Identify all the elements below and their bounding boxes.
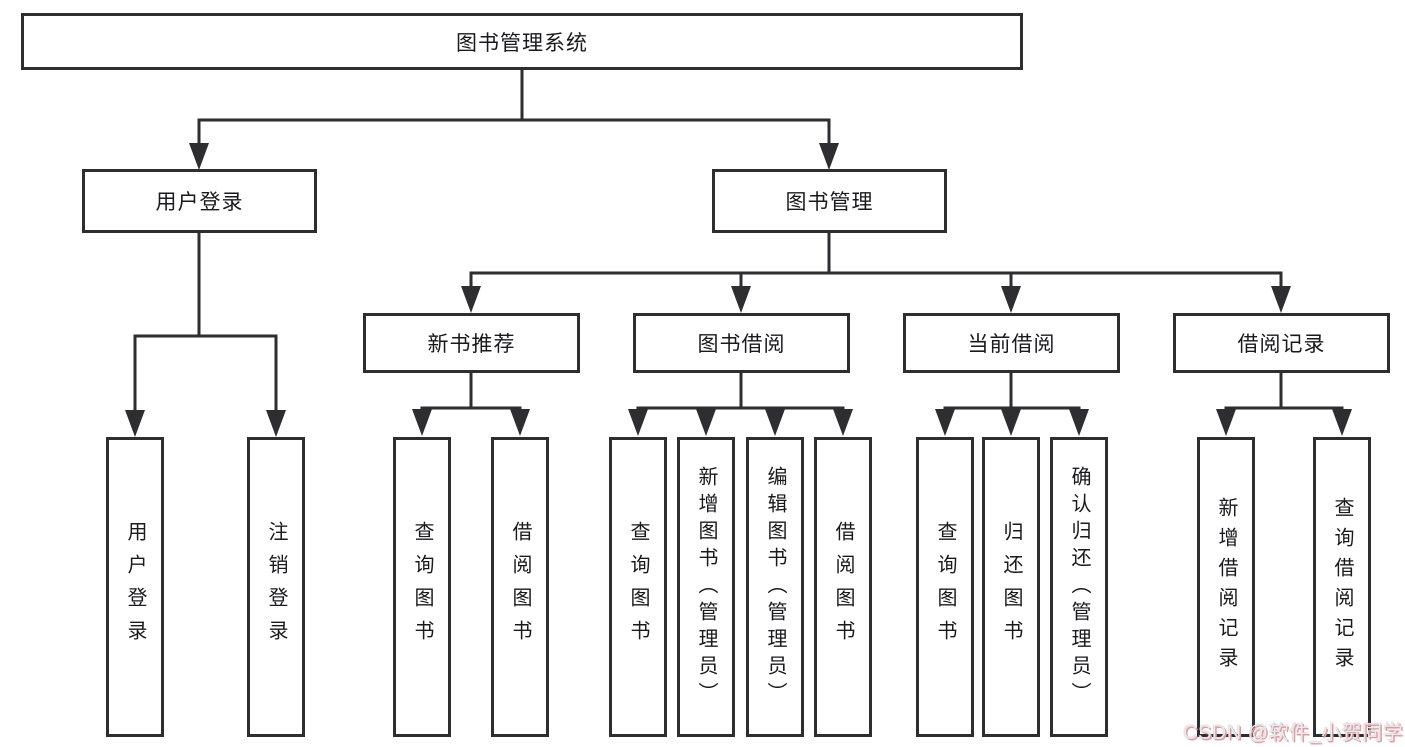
leaf-logout: 注销登录	[247, 437, 305, 737]
node-root-label: 图书管理系统	[456, 31, 588, 55]
leaf-borrow-query-label: 查询图书	[627, 521, 649, 653]
leaf-borrow-add-admin: 新增图书（管理员）	[677, 437, 735, 737]
node-current-borrow: 当前借阅	[903, 313, 1120, 373]
leaf-records-query-label: 查询借阅记录	[1331, 497, 1353, 677]
leaf-current-query: 查询图书	[916, 437, 974, 737]
node-borrow-records-label: 借阅记录	[1237, 333, 1326, 356]
leaf-newbooks-borrow-label: 借阅图书	[509, 521, 531, 653]
leaf-user-login-label: 用户登录	[124, 521, 146, 653]
node-book-mgmt-label: 图书管理	[785, 191, 874, 214]
leaf-borrow-query: 查询图书	[609, 437, 667, 737]
node-new-books: 新书推荐	[363, 313, 580, 373]
leaf-records-query: 查询借阅记录	[1313, 437, 1371, 737]
leaf-current-return-label: 归还图书	[1000, 521, 1022, 653]
leaf-borrow-book-label: 借阅图书	[832, 521, 854, 653]
leaf-records-add: 新增借阅记录	[1197, 437, 1255, 737]
node-new-books-label: 新书推荐	[427, 333, 516, 356]
leaf-current-return: 归还图书	[982, 437, 1040, 737]
leaf-user-login: 用户登录	[106, 437, 164, 737]
leaf-records-add-label: 新增借阅记录	[1215, 497, 1237, 677]
leaf-borrow-add-admin-label: 新增图书（管理员）	[695, 465, 717, 709]
leaf-newbooks-query-label: 查询图书	[411, 521, 433, 653]
node-user-login-label: 用户登录	[155, 191, 244, 214]
leaf-current-query-label: 查询图书	[934, 521, 956, 653]
leaf-newbooks-borrow: 借阅图书	[491, 437, 549, 737]
leaf-newbooks-query: 查询图书	[393, 437, 451, 737]
leaf-current-confirm-admin-label: 确认归还（管理员）	[1068, 465, 1090, 709]
node-book-borrow: 图书借阅	[633, 313, 850, 373]
node-borrow-records: 借阅记录	[1173, 313, 1390, 373]
leaf-borrow-book: 借阅图书	[814, 437, 872, 737]
leaf-borrow-edit-admin-label: 编辑图书（管理员）	[764, 465, 786, 709]
leaf-borrow-edit-admin: 编辑图书（管理员）	[746, 437, 804, 737]
node-book-mgmt: 图书管理	[712, 169, 947, 233]
node-user-login: 用户登录	[82, 169, 317, 233]
leaf-logout-label: 注销登录	[265, 521, 287, 653]
node-root: 图书管理系统	[21, 13, 1023, 70]
node-book-borrow-label: 图书借阅	[697, 333, 786, 356]
node-current-borrow-label: 当前借阅	[967, 333, 1056, 356]
leaf-current-confirm-admin: 确认归还（管理员）	[1050, 437, 1108, 737]
